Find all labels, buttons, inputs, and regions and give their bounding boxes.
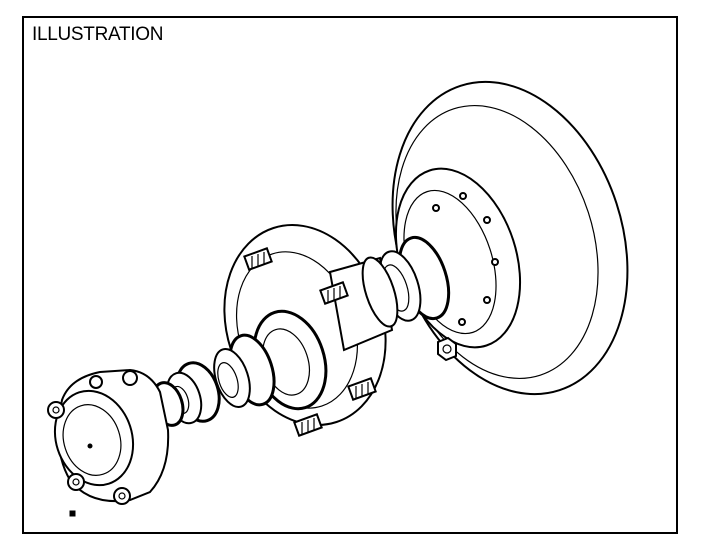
wheel-nut [437, 336, 457, 362]
freewheel-hub-cap [47, 368, 170, 505]
wheel-studs [243, 247, 377, 437]
figure-title: ILLUSTRATION [32, 24, 164, 45]
brake-disc [391, 80, 629, 396]
outer-bearing [213, 333, 276, 408]
marker-square [69, 510, 76, 517]
hub-flange [223, 224, 399, 437]
